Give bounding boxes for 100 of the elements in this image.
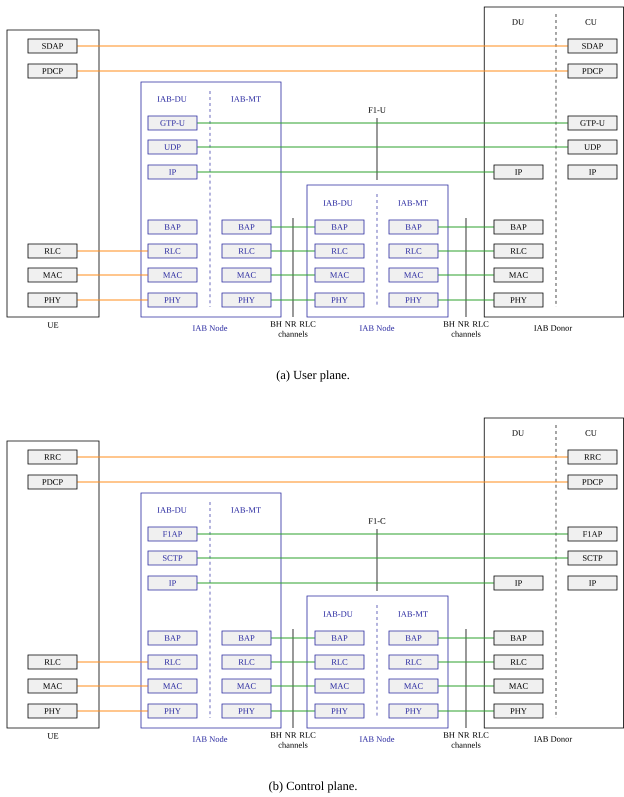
column-heading: IAB-MT: [231, 507, 261, 513]
layer-box: GTP-U: [148, 116, 198, 130]
box-caption: IAB Donor: [534, 325, 572, 331]
connection-line: [270, 226, 316, 228]
layer-box: PDCP: [568, 474, 618, 490]
layer-box: RRC: [568, 450, 618, 464]
layer-box: BAP: [148, 220, 198, 234]
layer-box: PHY: [388, 704, 438, 718]
layer-box: RLC: [388, 654, 438, 670]
layer-box: PHY: [314, 704, 364, 718]
connection-line: [270, 274, 316, 276]
layer-box: MAC: [388, 678, 438, 694]
layer-box: RLC: [494, 244, 544, 258]
layer-box: RLC: [314, 654, 364, 670]
layer-box: PHY: [388, 292, 438, 308]
connection-line: [196, 146, 568, 148]
layer-box: RLC: [148, 244, 198, 258]
connection-line: [438, 274, 494, 276]
layer-box: RLC: [222, 654, 272, 670]
channel-label: BH NR RLC channels: [443, 732, 488, 748]
layer-box: BAP: [494, 220, 544, 234]
connection-line: [76, 456, 568, 458]
layer-box: PHY: [314, 292, 364, 308]
layer-box: PHY: [148, 292, 198, 308]
connection-line: [196, 582, 494, 584]
column-heading: IAB-MT: [398, 611, 428, 617]
box-caption: IAB Node: [360, 736, 394, 742]
layer-box: F1AP: [568, 526, 618, 542]
layer-box: IP: [148, 164, 198, 180]
layer-box: PHY: [494, 704, 544, 718]
layer-box: MAC: [494, 678, 544, 694]
channel-label: BH NR RLC channels: [270, 321, 316, 337]
layer-box: IP: [568, 164, 618, 180]
layer-box: PHY: [28, 704, 78, 718]
column-heading: IAB-MT: [398, 200, 428, 206]
column-heading: IAB-MT: [231, 96, 261, 102]
channel-label: BH NR RLC channels: [270, 732, 316, 748]
layer-box: PHY: [494, 292, 544, 308]
layer-box: IP: [148, 576, 198, 590]
box-caption: IAB Node: [360, 325, 394, 331]
layer-box: MAC: [28, 268, 78, 282]
layer-box: SDAP: [28, 38, 78, 54]
figure-caption: (a) User plane.: [276, 370, 349, 382]
layer-box: PHY: [222, 292, 272, 308]
layer-box: PDCP: [568, 64, 618, 78]
column-heading: CU: [585, 19, 597, 25]
interface-label: F1-C: [368, 518, 386, 524]
layer-box: BAP: [148, 630, 198, 646]
layer-box: RRC: [28, 450, 78, 464]
box-caption: IAB Node: [192, 325, 228, 331]
layer-box: SCTP: [568, 550, 618, 566]
figure-caption: (b) Control plane.: [269, 781, 357, 793]
layer-box: BAP: [314, 220, 364, 234]
layer-box: RLC: [222, 244, 272, 258]
connection-line: [270, 250, 316, 252]
layer-box: RLC: [388, 244, 438, 258]
layer-box: UDP: [148, 140, 198, 154]
connection-line: [438, 250, 494, 252]
column-heading: DU: [512, 430, 524, 436]
box-caption: IAB Donor: [534, 736, 572, 742]
layer-box: PHY: [222, 704, 272, 718]
connection-line: [76, 250, 148, 252]
layer-box: GTP-U: [568, 116, 618, 130]
column-heading: IAB-DU: [324, 200, 353, 206]
layer-box: RLC: [28, 244, 78, 258]
layer-box: BAP: [388, 630, 438, 646]
layer-box: SCTP: [148, 550, 198, 566]
connection-line: [76, 70, 568, 72]
interface-label: F1-U: [368, 107, 386, 113]
layer-box: MAC: [28, 678, 78, 694]
connection-line: [270, 710, 316, 712]
connection-line: [76, 710, 148, 712]
connection-line: [438, 710, 494, 712]
layer-box: PDCP: [28, 64, 78, 78]
layer-box: RLC: [28, 654, 78, 670]
box-caption: UE: [48, 733, 58, 739]
layer-box: BAP: [222, 630, 272, 646]
layer-box: MAC: [314, 268, 364, 282]
layer-box: MAC: [388, 268, 438, 282]
layer-box: BAP: [388, 220, 438, 234]
layer-box: IP: [494, 164, 544, 180]
layer-box: RLC: [148, 654, 198, 670]
layer-box: MAC: [222, 268, 272, 282]
box-caption: IAB Node: [192, 736, 228, 742]
layer-box: UDP: [568, 140, 618, 154]
layer-box: RLC: [494, 654, 544, 670]
layer-box: MAC: [314, 678, 364, 694]
layer-box: BAP: [494, 630, 544, 646]
column-heading: IAB-DU: [158, 96, 187, 102]
layer-box: BAP: [222, 220, 272, 234]
channel-label: BH NR RLC channels: [443, 321, 488, 337]
box-caption: UE: [48, 322, 58, 328]
layer-box: F1AP: [148, 526, 198, 542]
layer-box: MAC: [148, 268, 198, 282]
connection-line: [196, 122, 568, 124]
layer-box: PDCP: [28, 474, 78, 490]
layer-box: MAC: [494, 268, 544, 282]
column-heading: IAB-DU: [158, 507, 187, 513]
connection-line: [438, 226, 494, 228]
column-heading: DU: [512, 19, 524, 25]
